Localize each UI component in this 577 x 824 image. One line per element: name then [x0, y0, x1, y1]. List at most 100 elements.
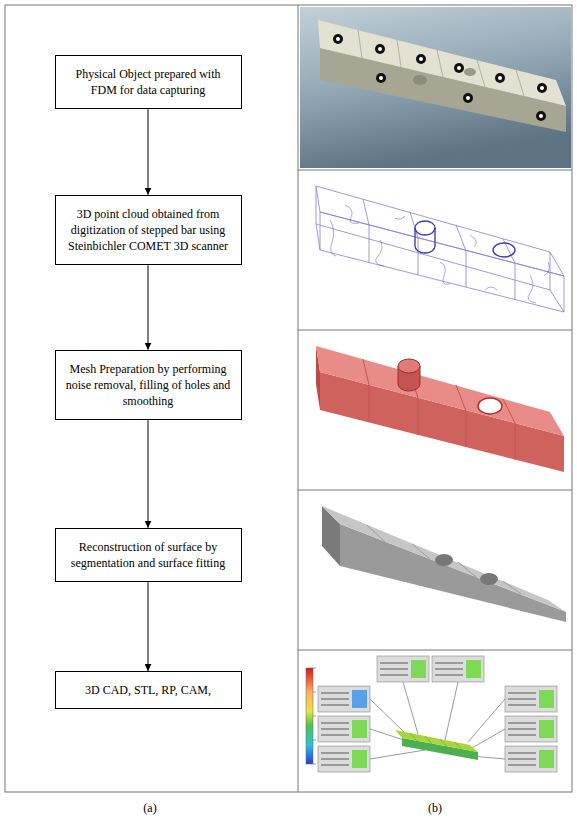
point-cloud-image: [544, 262, 549, 276]
deviation-map-image: [321, 692, 349, 694]
point-cloud-image: [316, 186, 564, 276]
deviation-map-image: [352, 690, 367, 708]
deviation-map-image: [466, 660, 481, 678]
cad-surface-image: [367, 525, 385, 542]
process-box: 3D point cloud obtained from digitizatio…: [55, 195, 242, 266]
fdm-part-photo: [336, 37, 340, 41]
fdm-part-photo: [437, 50, 443, 77]
fdm-part-photo: [320, 48, 566, 132]
fdm-part-photo: [540, 86, 544, 90]
deviation-map-image: [395, 730, 478, 752]
fdm-part-photo: [464, 68, 476, 76]
mesh-image: [316, 346, 564, 472]
deviation-map-image: [539, 690, 554, 708]
table-frame: [5, 5, 572, 792]
fdm-part-photo: [376, 73, 386, 83]
deviation-map-image: [352, 660, 554, 768]
process-box: Mesh Preparation by performing noise rem…: [55, 350, 242, 421]
cad-surface-image: [367, 525, 521, 594]
deviation-map-image: [370, 750, 425, 759]
point-cloud-image: [466, 251, 467, 287]
deviation-map-image: [313, 716, 316, 717]
deviation-map-image: [321, 728, 349, 730]
deviation-map-image: [425, 736, 432, 744]
fdm-part-photo: [463, 93, 473, 103]
point-cloud-image: [410, 212, 418, 238]
point-cloud-image: [415, 221, 515, 257]
table-frame: [298, 170, 572, 171]
table-frame: [298, 490, 572, 491]
point-cloud-image: [503, 239, 515, 263]
deviation-map-image: [321, 758, 349, 760]
deviation-map-image: [380, 662, 408, 664]
deviation-map-image: [313, 668, 316, 764]
process-box: 3D CAD, STL, RP, CAM,: [55, 671, 242, 709]
deviation-map-image: [410, 733, 462, 750]
deviation-map-image: [318, 716, 370, 742]
table-frame: [5, 5, 572, 792]
point-cloud-image: [316, 186, 564, 312]
deviation-map-image: [352, 720, 367, 738]
deviation-map-image: [468, 699, 505, 742]
deviation-map-image: [455, 742, 462, 750]
process-box: Physical Object prepared with FDM for da…: [55, 55, 242, 109]
deviation-map-image: [508, 752, 536, 754]
point-cloud-image: [456, 225, 466, 251]
deviation-map-image: [313, 764, 316, 765]
deviation-map-image: [370, 699, 405, 733]
fdm-part-photo: [397, 40, 401, 67]
mesh-image: [503, 399, 515, 423]
deviation-map-image: [380, 668, 408, 670]
deviation-map-image: [321, 662, 536, 766]
fdm-part-photo: [466, 96, 470, 100]
cad-surface-image: [340, 524, 566, 622]
box-text: Physical Object prepared with FDM for da…: [64, 66, 233, 98]
deviation-map-image: [508, 722, 536, 724]
fdm-part-photo: [495, 73, 505, 83]
fdm-part-photo: [333, 34, 343, 44]
deviation-map-image: [435, 662, 463, 664]
cad-surface-image: [435, 554, 453, 566]
deviation-map-image: [508, 704, 536, 706]
deviation-map-image: [306, 656, 557, 772]
point-cloud-image: [316, 224, 550, 290]
point-cloud-image: [316, 224, 320, 250]
point-cloud-image: [470, 235, 476, 247]
point-cloud-image: [515, 263, 516, 300]
deviation-map-image: [313, 668, 316, 669]
point-cloud-image: [415, 221, 435, 235]
flow-arrow: [148, 265, 149, 349]
fdm-part-photo: [413, 75, 427, 85]
mesh-image: [398, 366, 420, 391]
deviation-map-image: [313, 692, 316, 693]
fdm-part-photo: [416, 54, 426, 64]
point-cloud-image: [395, 216, 405, 219]
fdm-part-photo: [419, 57, 423, 61]
table-frame: [298, 650, 572, 651]
fdm-part-photo: [457, 66, 461, 70]
mesh-image: [363, 359, 369, 385]
fdm-part-photo: [378, 47, 382, 51]
point-cloud-image: [330, 220, 336, 256]
deviation-map-image: [321, 698, 349, 700]
deviation-map-image: [460, 755, 505, 759]
deviation-map-image: [505, 746, 557, 772]
deviation-map-image: [318, 656, 557, 772]
mesh-image: [515, 423, 516, 460]
box-text: 3D CAD, STL, RP, CAM,: [64, 682, 233, 698]
panel-label: (a): [141, 801, 158, 816]
deviation-map-image: [432, 656, 484, 682]
mesh-image: [466, 411, 467, 447]
point-cloud-image: [345, 205, 359, 223]
cad-surface-image: [503, 581, 521, 594]
mesh-image: [478, 398, 502, 414]
mesh-image: [316, 346, 320, 410]
deviation-map-image: [321, 704, 349, 706]
cad-surface-image: [412, 544, 430, 559]
point-cloud-image: [415, 228, 435, 253]
point-cloud-image: [316, 186, 564, 312]
mesh-image: [418, 398, 419, 435]
deviation-map-image: [505, 686, 557, 712]
point-cloud-image: [485, 287, 497, 290]
